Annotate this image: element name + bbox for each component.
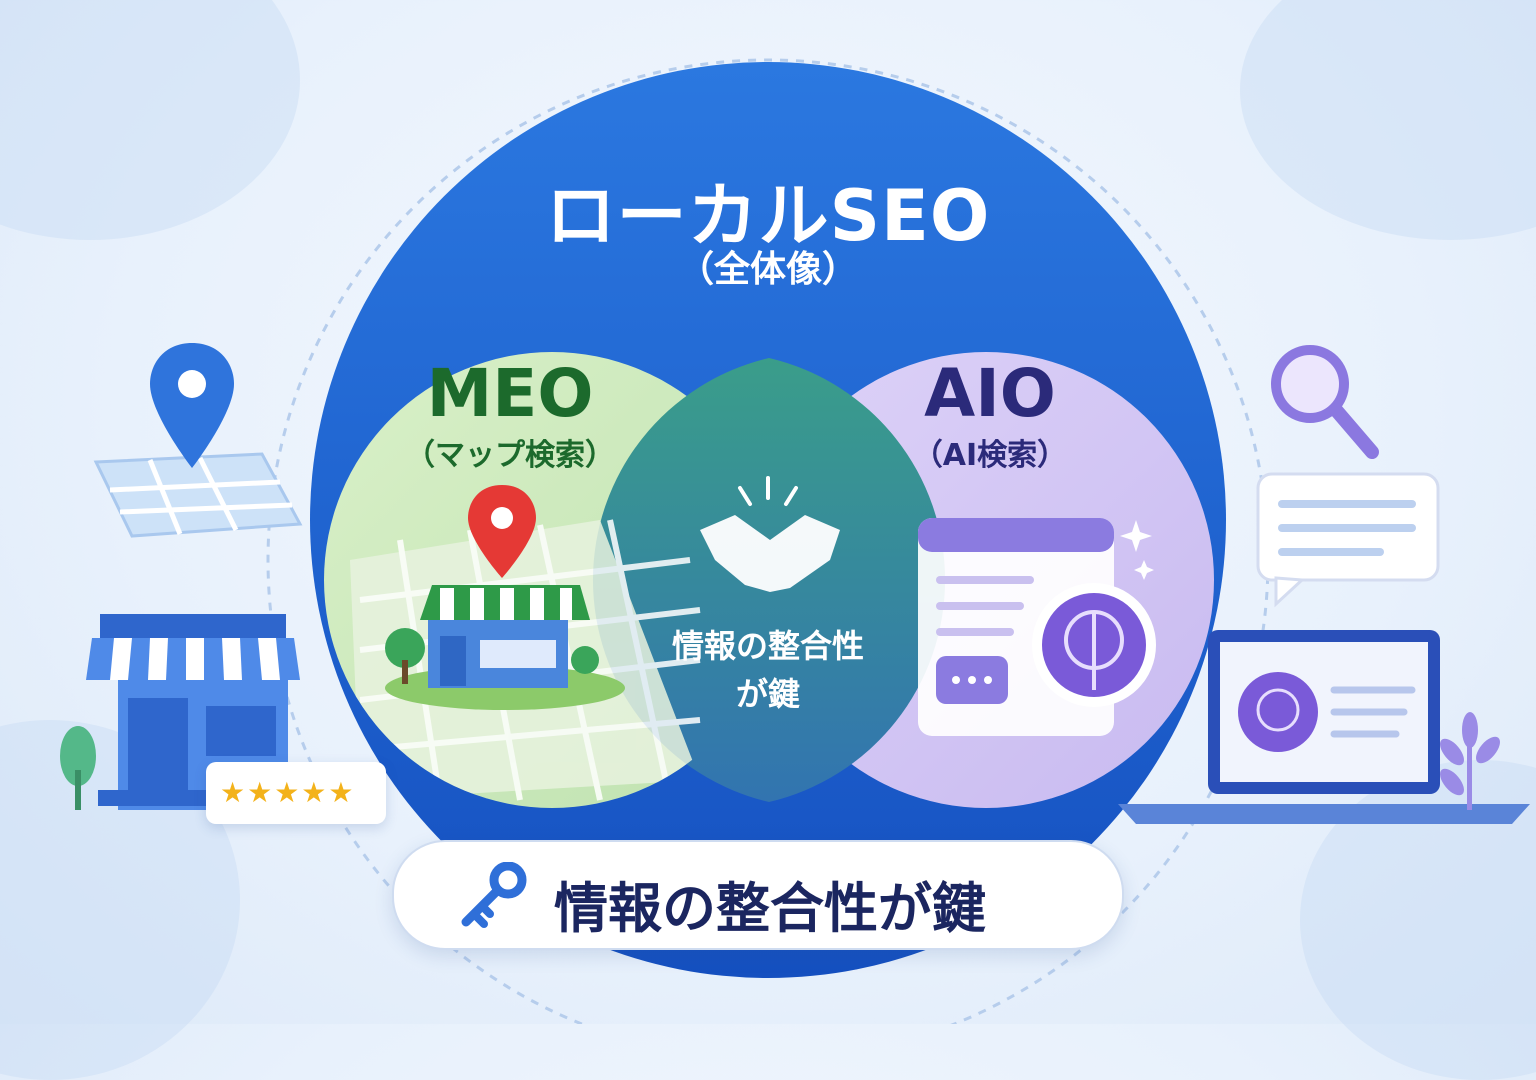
brain-icon [1032,583,1156,707]
map-pin-icon [468,485,536,578]
meo-subtitle: （マップ検索） [405,438,615,473]
magnifier-icon [1271,345,1379,459]
bottom-banner-text: 情報の整合性が鍵 [554,877,986,940]
plant-icon [1440,712,1500,810]
store-icon [385,585,625,710]
sparkle-icon [1120,520,1154,580]
meo-title: MEO [426,355,594,432]
tree-icon [60,726,96,810]
map-pin-icon-large [150,343,234,468]
rating-card: ★★★★★ [206,762,386,824]
main-subtitle: （全体像） [677,249,858,290]
laptop-icon [1118,630,1530,824]
venn-diagram [60,58,1530,1024]
main-title: ローカルSEO [545,175,991,257]
chat-bubble-icon [936,656,1008,704]
aio-title: AIO [924,355,1056,432]
intersection-label: 情報の整合性が鍵 [671,627,864,713]
key-icon [461,862,527,928]
aio-subtitle: （AI検索） [912,438,1068,473]
star-rating: ★★★★★ [220,776,356,809]
bottom-banner: 情報の整合性が鍵 [392,840,1124,950]
handshake-icon [700,476,840,592]
map-card [93,452,303,538]
speech-card-icon [1256,472,1440,608]
